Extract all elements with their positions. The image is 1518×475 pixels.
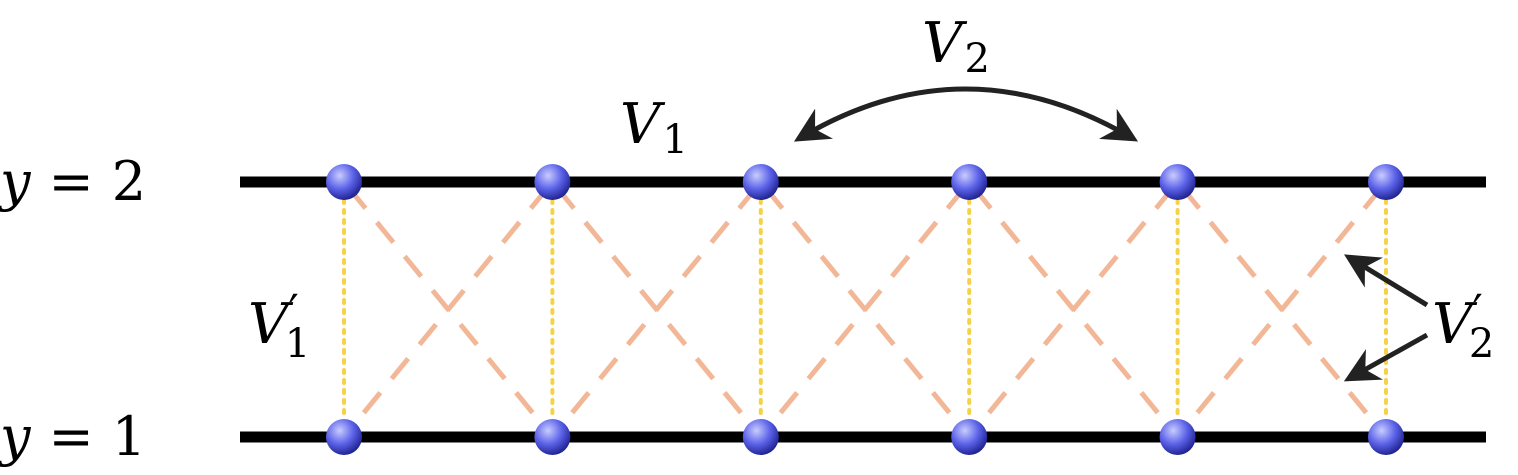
site-lower-6 [1368,419,1404,455]
v2-hopping-arrow [793,86,1139,142]
diagonal-couplings [342,180,1388,439]
site-upper-2 [534,164,571,200]
site-upper-4 [951,164,988,200]
row-label-y1: y=1 [0,405,146,468]
diagonal-coupling-2b [550,180,763,439]
diagonal-coupling-4b [967,180,1180,439]
site-lower-2 [534,419,571,455]
site-lower-3 [742,419,779,455]
diagonal-coupling-1b [342,180,555,439]
label-v2-prime: V′2 [1432,284,1494,367]
lattice-sites [326,164,1404,455]
diagonal-coupling-3b [758,180,972,439]
v2prime-arrow-upper [1344,254,1429,308]
site-lower-4 [951,419,988,455]
label-v1-prime: V′1 [248,284,310,367]
v2prime-arrow-lower [1343,332,1429,382]
row-label-y2: y=2 [0,150,146,213]
site-upper-3 [742,164,779,200]
site-upper-1 [326,164,362,200]
site-upper-5 [1159,164,1196,200]
site-lower-1 [326,419,362,455]
label-v2: V2 [922,11,990,82]
site-upper-6 [1368,164,1404,200]
site-lower-5 [1159,419,1196,455]
label-v1: V1 [620,92,688,163]
rung-couplings [342,198,1388,421]
diagonal-coupling-5b [1175,180,1388,439]
